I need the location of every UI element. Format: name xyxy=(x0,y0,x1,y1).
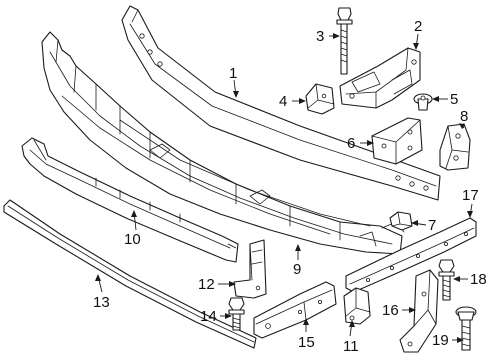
part-13-lower-strip xyxy=(3,199,257,349)
callout-11: 11 xyxy=(343,338,359,355)
callout-16: 16 xyxy=(382,302,399,319)
callout-15: 15 xyxy=(298,334,315,351)
part-4-small-bracket xyxy=(305,83,335,115)
callout-19: 19 xyxy=(432,332,449,349)
part-16-side-mount xyxy=(399,269,439,353)
part-2-mount-bracket xyxy=(339,47,421,109)
part-5-clip xyxy=(413,93,433,111)
part-3-long-bolt xyxy=(336,7,353,75)
part-11-sensor-bracket xyxy=(343,287,371,325)
callout-1: 1 xyxy=(229,65,237,82)
part-18-bolt xyxy=(438,259,455,301)
part-12-vertical-bracket xyxy=(233,239,267,299)
callout-4: 4 xyxy=(279,93,287,110)
part-6-bracket-plate xyxy=(371,117,423,165)
part-14-bolt xyxy=(228,297,245,331)
part-8-side-bracket xyxy=(439,123,471,171)
leader-lines xyxy=(95,33,473,343)
callout-8: 8 xyxy=(460,108,468,125)
callout-10: 10 xyxy=(124,231,141,248)
part-10-lower-trim-strip xyxy=(21,137,239,263)
callout-13: 13 xyxy=(93,294,110,311)
callout-17: 17 xyxy=(462,187,479,204)
part-19-stud xyxy=(455,306,477,351)
part-9-energy-absorber xyxy=(41,31,405,255)
callout-3: 3 xyxy=(316,28,324,45)
callout-6: 6 xyxy=(347,135,355,152)
callout-9: 9 xyxy=(293,261,301,278)
part-15-bracket xyxy=(253,281,337,339)
callout-5: 5 xyxy=(450,91,458,108)
callout-14: 14 xyxy=(200,308,217,325)
callout-2: 2 xyxy=(414,18,422,35)
callout-7: 7 xyxy=(428,217,436,234)
callout-labels: 1 2 3 4 5 6 7 8 9 10 11 12 13 14 15 16 1… xyxy=(93,18,487,355)
callout-18: 18 xyxy=(470,271,487,288)
part-7-small-clip xyxy=(389,211,413,231)
callout-12: 12 xyxy=(198,276,215,293)
part-1-reinforcement-beam xyxy=(121,5,441,201)
